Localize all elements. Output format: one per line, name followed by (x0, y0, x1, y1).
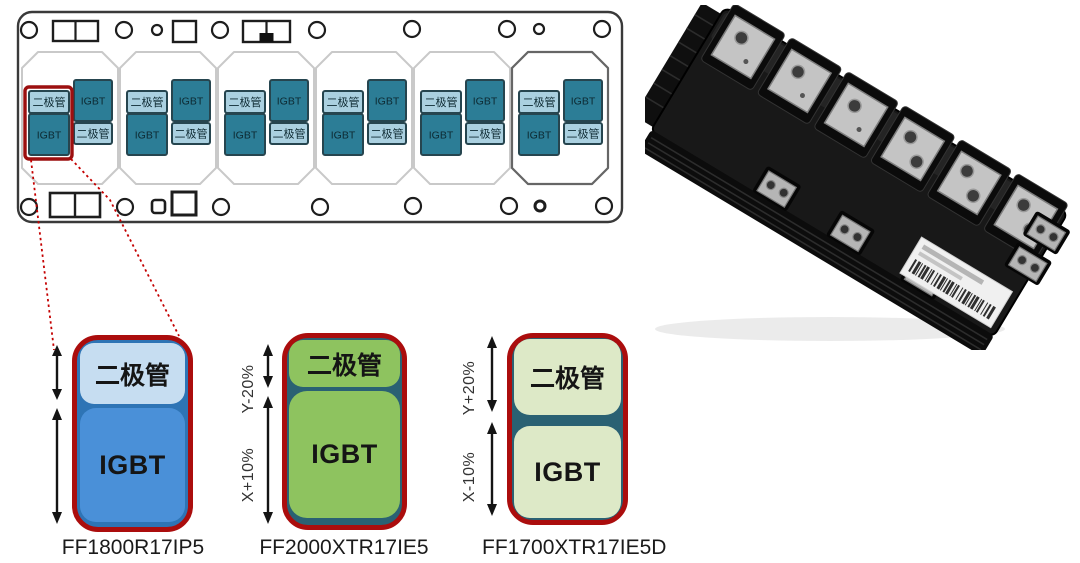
substrate-section-6-dark-outline (510, 50, 610, 186)
substrate-section-2 (119, 51, 217, 185)
pin-hole (533, 199, 547, 213)
mounting-hole (19, 197, 39, 217)
igbt-block-label: IGBT (534, 456, 601, 487)
mounting-hole (310, 197, 330, 217)
mounting-hole (19, 20, 39, 40)
igbt-block: IGBT (80, 408, 185, 522)
barcode (908, 259, 997, 320)
diode-block: 二极管 (80, 343, 185, 404)
power-terminal (927, 140, 1011, 226)
aux-terminal (1004, 242, 1052, 285)
pin-hole (532, 22, 546, 36)
mounting-hole (210, 20, 230, 40)
chip-layout-ff1800r17ip5: 二极管 IGBT (72, 335, 193, 532)
highlighted-chip-pair-outline (23, 85, 74, 161)
chip-layout-ff2000xtr17ie5: 二极管 IGBT (282, 333, 407, 530)
heatsink-fins-bottom (645, 131, 993, 350)
igbt-block-label: IGBT (99, 449, 166, 480)
mounting-hole (211, 197, 231, 217)
small-footprint (150, 198, 167, 215)
alignment-square (170, 190, 198, 217)
substrate-section-4 (315, 51, 413, 185)
mounting-hole (594, 196, 614, 216)
igbt-module-photo (645, 5, 1070, 350)
power-terminal (814, 72, 898, 158)
igbt-block: IGBT (514, 426, 621, 518)
mounting-hole (402, 19, 422, 39)
mounting-hole (403, 196, 423, 216)
diode-block-label: 二极管 (94, 361, 170, 390)
power-terminal (870, 106, 955, 192)
mounting-hole (497, 19, 517, 39)
diode-block-label: 二极管 (306, 351, 382, 380)
substrate-section-6 (511, 51, 609, 185)
igbt-block: IGBT (289, 391, 400, 518)
aux-terminal (753, 166, 801, 211)
chip-layout-ff1700xtr17ie5d: 二极管 IGBT (507, 333, 628, 525)
diode-block: 二极管 (289, 340, 400, 387)
aux-terminal (826, 210, 875, 255)
dimension-label-diode-v3: Y+20% (461, 360, 478, 416)
heatsink-fins-left (645, 5, 723, 129)
baseplate-schematic: 二极管 IGBT IGBT 二极管 (16, 10, 624, 224)
top-hole-row (19, 19, 612, 44)
mounting-hole (307, 20, 327, 40)
part-number-ff1800r17ip5: FF1800R17IP5 (61, 536, 205, 559)
part-number-ff1700xtr17ie5d: FF1700XTR17IE5D (482, 536, 667, 559)
alignment-square (171, 19, 198, 44)
diode-block-label: 二极管 (529, 365, 605, 393)
power-terminal (701, 5, 785, 90)
part-number-ff2000xtr17ie5: FF2000XTR17IE5 (259, 536, 429, 559)
substrate-section-1 (21, 51, 119, 185)
mounting-hole (115, 197, 135, 217)
dimension-label-igbt-v2: X+10% (240, 447, 257, 503)
aux-terminal (1023, 211, 1070, 255)
product-label (899, 236, 1014, 329)
pin-hole (150, 23, 164, 37)
photo-shadow (655, 317, 1005, 341)
substrate-section-5 (413, 51, 511, 185)
diode-block: 二极管 (514, 339, 621, 415)
dimension-label-igbt-v3: X-10% (461, 451, 478, 503)
power-terminals (701, 5, 1068, 260)
mounting-hole (499, 196, 519, 216)
mounting-hole (114, 20, 134, 40)
power-terminal (757, 38, 842, 124)
igbt-block-label: IGBT (311, 439, 378, 469)
dimension-label-diode-v2: Y-20% (240, 364, 257, 414)
terminal-notch (259, 33, 274, 42)
substrate-section-3 (217, 51, 315, 185)
mounting-hole (592, 19, 612, 39)
